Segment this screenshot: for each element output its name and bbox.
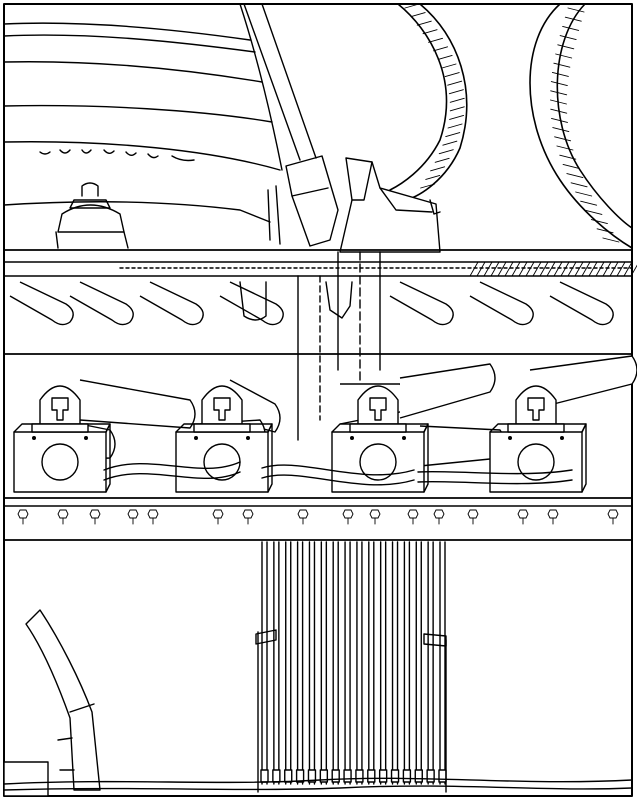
vertical-rod xyxy=(272,541,281,785)
tube xyxy=(69,281,134,326)
top-knob xyxy=(55,182,129,249)
vertical-rod xyxy=(402,541,412,785)
vertical-rod xyxy=(390,541,400,785)
pole xyxy=(243,3,339,247)
rail-shelf xyxy=(3,249,637,277)
strip-part xyxy=(467,509,479,525)
tube-row xyxy=(9,281,614,326)
connecting-cables xyxy=(103,461,573,486)
vertical-rods xyxy=(260,541,447,785)
strip-part xyxy=(147,509,159,525)
strip-part xyxy=(57,509,69,525)
vertical-rod xyxy=(438,541,447,785)
vertical-rod xyxy=(426,541,435,785)
roller xyxy=(529,355,637,411)
tube xyxy=(139,281,204,326)
vertical-rod xyxy=(295,541,305,785)
strip-part xyxy=(407,509,419,525)
vertical-rod xyxy=(414,541,423,785)
strip-part xyxy=(369,509,381,525)
vertical-rod xyxy=(378,541,388,785)
vertical-rod xyxy=(367,541,376,785)
vacuum-hoses xyxy=(389,3,633,249)
motor-row xyxy=(13,385,587,493)
tube xyxy=(549,281,614,326)
tube xyxy=(9,281,74,326)
vertical-rod xyxy=(260,541,269,785)
vertical-rod xyxy=(319,541,329,785)
strip-part xyxy=(89,509,101,525)
tube xyxy=(219,281,284,326)
bent-handle xyxy=(3,609,101,797)
strip-part xyxy=(242,509,254,525)
top-drum xyxy=(3,3,283,223)
strip-part xyxy=(342,509,354,525)
center-post xyxy=(297,251,381,441)
vertical-rod xyxy=(343,541,352,785)
vertical-rod xyxy=(355,541,364,785)
strip-part xyxy=(433,509,445,525)
motor-unit xyxy=(13,385,111,493)
vertical-rod xyxy=(331,541,340,785)
strip-part xyxy=(127,509,139,525)
strip-part xyxy=(547,509,559,525)
parts-strip xyxy=(3,497,633,541)
rod-bases xyxy=(255,629,447,793)
roller xyxy=(79,379,196,429)
motor-unit xyxy=(489,385,587,493)
strip-part xyxy=(297,509,309,525)
floor-cable xyxy=(3,777,633,785)
vertical-rod xyxy=(307,541,317,785)
strip-part xyxy=(607,509,619,525)
strip-part xyxy=(17,509,29,525)
strip-part xyxy=(212,509,224,525)
strip-part xyxy=(517,509,529,525)
tube xyxy=(389,281,454,326)
tube xyxy=(469,281,534,326)
nozzle xyxy=(267,157,441,253)
tube xyxy=(239,281,267,321)
roller xyxy=(399,363,496,419)
vertical-rod xyxy=(284,541,293,785)
motor-unit xyxy=(175,385,273,493)
outer-frame xyxy=(3,3,633,797)
